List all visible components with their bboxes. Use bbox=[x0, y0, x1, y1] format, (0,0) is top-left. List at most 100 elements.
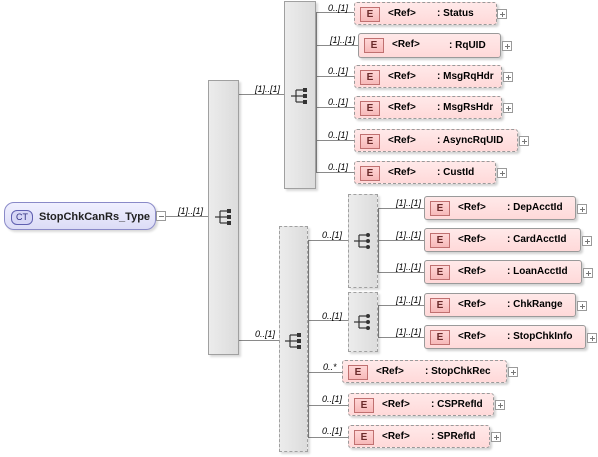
element-csprefid[interactable]: E <Ref> : CSPRefId bbox=[348, 393, 494, 416]
element-chkrange[interactable]: E <Ref> : ChkRange bbox=[424, 293, 576, 317]
element-name: : LoanAcctId bbox=[507, 266, 568, 277]
element-name: : SPRefId bbox=[431, 431, 476, 442]
ref-label: <Ref> bbox=[388, 102, 416, 113]
element-stopchkrec[interactable]: E <Ref> : StopChkRec bbox=[342, 360, 507, 383]
element-depacctid[interactable]: E <Ref> : DepAcctId bbox=[424, 196, 576, 220]
element-cardinality: 0..[1] bbox=[322, 394, 343, 404]
element-sprefid[interactable]: E <Ref> : SPRefId bbox=[348, 425, 490, 448]
expand-toggle[interactable] bbox=[497, 9, 507, 19]
sequence-icon bbox=[215, 209, 231, 225]
element-badge: E bbox=[354, 398, 374, 413]
element-name: : MsgRqHdr bbox=[437, 71, 494, 82]
choice-compositor-a[interactable] bbox=[348, 194, 378, 288]
element-name: : RqUID bbox=[449, 40, 486, 51]
element-name: : StopChkRec bbox=[425, 366, 491, 377]
element-name: : AsyncRqUID bbox=[437, 135, 504, 146]
complex-type-node[interactable]: CT StopChkCanRs_Type bbox=[4, 202, 156, 230]
ref-label: <Ref> bbox=[382, 399, 410, 410]
element-badge: E bbox=[360, 134, 380, 149]
element-badge: E bbox=[360, 70, 380, 85]
choice-icon bbox=[354, 233, 370, 249]
element-loanacctid[interactable]: E <Ref> : LoanAcctId bbox=[424, 260, 582, 284]
element-rquid[interactable]: E <Ref> : RqUID bbox=[358, 33, 501, 58]
element-cardinality: 0..* bbox=[323, 362, 337, 372]
element-badge: E bbox=[360, 101, 380, 116]
element-cardinality: [1]..[1] bbox=[330, 35, 356, 45]
sequence-icon bbox=[291, 88, 307, 104]
element-name: : CustId bbox=[437, 167, 475, 178]
element-msgrshdr[interactable]: E <Ref> : MsgRsHdr bbox=[354, 96, 502, 119]
expand-toggle[interactable] bbox=[587, 333, 597, 343]
ref-label: <Ref> bbox=[388, 71, 416, 82]
element-cardacctid[interactable]: E <Ref> : CardAcctId bbox=[424, 228, 581, 252]
expand-toggle[interactable] bbox=[495, 400, 505, 410]
element-badge: E bbox=[348, 365, 368, 380]
element-name: : StopChkInfo bbox=[507, 331, 573, 342]
choice-cardinality: 0..[1] bbox=[322, 230, 343, 240]
element-name: : CardAcctId bbox=[507, 234, 567, 245]
choice-cardinality: 0..[1] bbox=[322, 311, 343, 321]
sequence-compositor-lower[interactable] bbox=[279, 226, 308, 452]
element-cardinality: [1]..[1] bbox=[396, 327, 422, 337]
element-status[interactable]: E <Ref> : Status bbox=[354, 2, 497, 25]
element-cardinality: 0..[1] bbox=[328, 97, 349, 107]
complex-type-name: StopChkCanRs_Type bbox=[39, 211, 151, 223]
ref-label: <Ref> bbox=[458, 266, 486, 277]
element-badge: E bbox=[360, 7, 380, 22]
sequence-compositor-upper[interactable] bbox=[284, 1, 316, 189]
ref-label: <Ref> bbox=[458, 299, 486, 310]
element-msgrqhdr[interactable]: E <Ref> : MsgRqHdr bbox=[354, 65, 502, 88]
element-cardinality: [1]..[1] bbox=[396, 295, 422, 305]
element-asyncrquid[interactable]: E <Ref> : AsyncRqUID bbox=[354, 129, 518, 152]
expand-toggle[interactable] bbox=[582, 236, 592, 246]
expand-toggle[interactable] bbox=[503, 103, 513, 113]
ref-label: <Ref> bbox=[458, 331, 486, 342]
complex-type-badge: CT bbox=[11, 210, 33, 225]
expand-toggle[interactable] bbox=[502, 41, 512, 51]
ref-label: <Ref> bbox=[382, 431, 410, 442]
sequence-icon bbox=[285, 333, 301, 349]
element-cardinality: 0..[1] bbox=[328, 162, 349, 172]
element-badge: E bbox=[360, 166, 380, 181]
element-cardinality: 0..[1] bbox=[328, 66, 349, 76]
sequence-compositor-main[interactable] bbox=[208, 80, 239, 355]
element-name: : DepAcctId bbox=[507, 202, 563, 213]
ref-label: <Ref> bbox=[388, 135, 416, 146]
element-badge: E bbox=[430, 265, 450, 280]
element-cardinality: [1]..[1] bbox=[396, 230, 422, 240]
element-badge: E bbox=[430, 298, 450, 313]
element-cardinality: [1]..[1] bbox=[396, 262, 422, 272]
element-name: : MsgRsHdr bbox=[437, 102, 494, 113]
element-name: : ChkRange bbox=[507, 299, 563, 310]
expand-toggle[interactable] bbox=[577, 204, 587, 214]
expand-toggle[interactable] bbox=[519, 136, 529, 146]
root-cardinality: [1]..[1] bbox=[178, 206, 204, 216]
expand-toggle[interactable] bbox=[497, 168, 507, 178]
ref-label: <Ref> bbox=[388, 167, 416, 178]
ref-label: <Ref> bbox=[458, 234, 486, 245]
element-name: : CSPRefId bbox=[431, 399, 483, 410]
expand-toggle[interactable] bbox=[508, 367, 518, 377]
element-custid[interactable]: E <Ref> : CustId bbox=[354, 161, 496, 184]
ref-label: <Ref> bbox=[392, 39, 420, 50]
collapse-toggle[interactable] bbox=[156, 211, 166, 221]
ref-label: <Ref> bbox=[458, 202, 486, 213]
element-badge: E bbox=[354, 430, 374, 445]
element-badge: E bbox=[430, 201, 450, 216]
choice-compositor-b[interactable] bbox=[348, 292, 378, 352]
ref-label: <Ref> bbox=[388, 8, 416, 19]
element-name: : Status bbox=[437, 8, 474, 19]
element-cardinality: 0..[1] bbox=[328, 130, 349, 140]
upper-group-cardinality: [1]..[1] bbox=[255, 84, 281, 94]
element-stopchkinfo[interactable]: E <Ref> : StopChkInfo bbox=[424, 325, 586, 349]
expand-toggle[interactable] bbox=[491, 432, 501, 442]
expand-toggle[interactable] bbox=[503, 72, 513, 82]
element-cardinality: 0..[1] bbox=[328, 3, 349, 13]
element-cardinality: [1]..[1] bbox=[396, 198, 422, 208]
choice-icon bbox=[354, 314, 370, 330]
element-badge: E bbox=[364, 38, 384, 53]
expand-toggle[interactable] bbox=[583, 268, 593, 278]
lower-group-cardinality: 0..[1] bbox=[255, 329, 276, 339]
element-badge: E bbox=[430, 330, 450, 345]
expand-toggle[interactable] bbox=[577, 301, 587, 311]
